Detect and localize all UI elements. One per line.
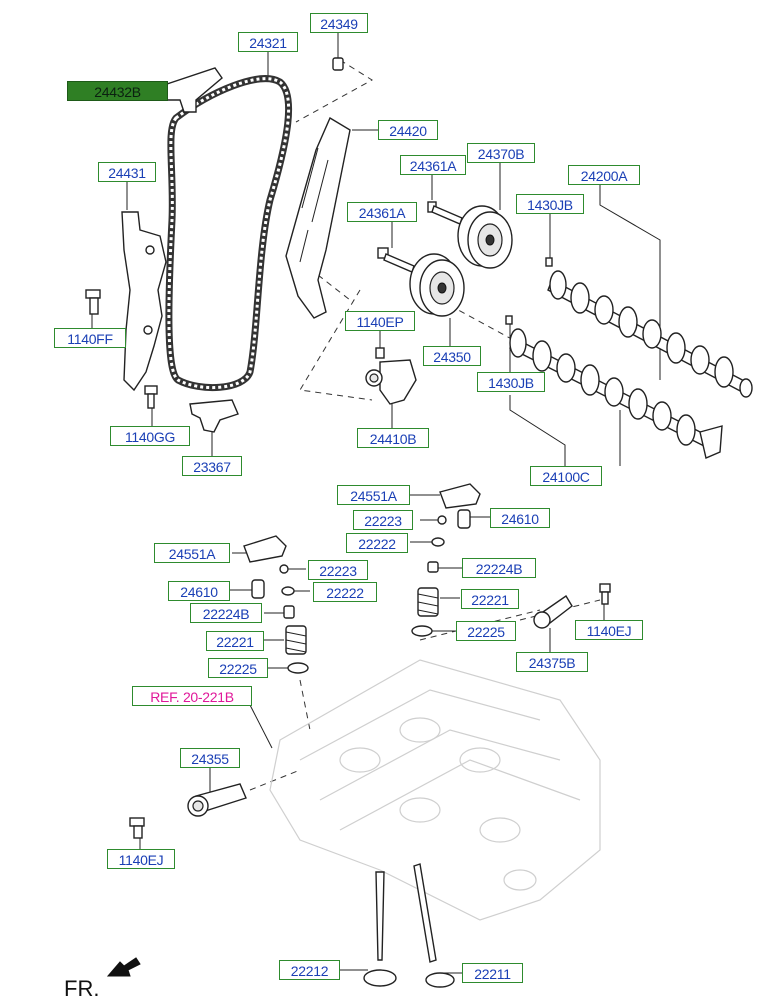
sprocket-24370b [457, 205, 513, 269]
bolt-1140ej-left [129, 817, 145, 839]
oil-control-valve-24375b [533, 594, 573, 629]
label-22222-2[interactable]: 22222 [313, 582, 377, 602]
bolt-1140gg [144, 385, 158, 409]
label-22211[interactable]: 22211 [462, 963, 523, 983]
label-24355[interactable]: 24355 [180, 748, 240, 768]
label-24350[interactable]: 24350 [423, 346, 481, 366]
intake-valve-22211 [413, 863, 455, 988]
rocker-arm-lower [243, 535, 287, 563]
tensioner-arm [285, 116, 351, 319]
timing-chain [165, 75, 293, 392]
label-1140gg[interactable]: 1140GG [110, 426, 190, 446]
spring-22221-upper [417, 587, 439, 617]
label-1140ej-1[interactable]: 1140EJ [575, 620, 643, 640]
bolt-1140ej-right [599, 583, 611, 605]
label-22222-1[interactable]: 22222 [346, 533, 408, 553]
seat-22224b-upper [427, 561, 439, 573]
label-24370b[interactable]: 24370B [467, 143, 535, 163]
label-22221-2[interactable]: 22221 [206, 631, 264, 651]
label-22224b-1[interactable]: 22224B [462, 558, 536, 578]
camshaft-24200a [547, 270, 753, 398]
washer-22225-lower [287, 662, 309, 674]
label-24610-1[interactable]: 24610 [490, 508, 550, 528]
spring-22221-lower [285, 625, 307, 655]
seal-22222-lower [281, 586, 295, 596]
rocker-arm-upper [439, 483, 481, 509]
lash-adjuster-24610-lower [251, 579, 265, 599]
chain-guide-side [121, 211, 167, 392]
label-22224b-2[interactable]: 22224B [190, 603, 262, 623]
lash-adjuster-24610-upper [457, 509, 471, 529]
label-24200a[interactable]: 24200A [568, 165, 640, 185]
exhaust-valve-22212 [363, 871, 397, 987]
label-1140ej-2[interactable]: 1140EJ [107, 849, 175, 869]
retainer-22223-lower [279, 564, 289, 574]
bolt-24361a-upper [427, 201, 463, 225]
label-24349[interactable]: 24349 [310, 13, 368, 33]
label-24375b[interactable]: 24375B [516, 652, 588, 672]
label-24100c[interactable]: 24100C [530, 466, 602, 486]
bolt-1140ff [85, 289, 101, 315]
label-1430jb-2[interactable]: 1430JB [477, 372, 545, 392]
label-22212[interactable]: 22212 [279, 960, 340, 980]
dowel-pin-upper [545, 257, 553, 267]
label-24420[interactable]: 24420 [378, 120, 438, 140]
label-22225-1[interactable]: 22225 [456, 621, 516, 641]
tensioner-24410b [365, 347, 417, 405]
label-24361a-2[interactable]: 24361A [347, 202, 417, 222]
label-22223-2[interactable]: 22223 [308, 560, 368, 580]
sprocket-24350 [409, 253, 465, 317]
label-24610-2[interactable]: 24610 [168, 581, 230, 601]
bolt-24361a-lower [377, 247, 415, 273]
label-ref-20-221b[interactable]: REF. 20-221B [132, 686, 252, 706]
cylinder-head-ref [269, 659, 601, 921]
label-22221-1[interactable]: 22221 [461, 589, 519, 609]
label-24551a-1[interactable]: 24551A [337, 485, 410, 505]
oil-control-valve-24355 [187, 783, 247, 817]
label-1140ff[interactable]: 1140FF [54, 328, 126, 348]
label-24361a-1[interactable]: 24361A [400, 155, 466, 175]
front-arrow-icon [106, 957, 141, 977]
front-marker: FR. [64, 976, 100, 1001]
label-23367[interactable]: 23367 [182, 456, 242, 476]
retainer-22223-upper [437, 515, 447, 525]
label-1430jb-1[interactable]: 1430JB [516, 194, 584, 214]
camshaft-24100c [509, 328, 723, 459]
label-1140ep[interactable]: 1140EP [345, 311, 415, 331]
dowel-pin-lower [505, 315, 513, 325]
label-24432b[interactable]: 24432B [67, 81, 168, 101]
label-24431[interactable]: 24431 [98, 162, 156, 182]
bolt-24349 [332, 57, 344, 71]
label-24410b[interactable]: 24410B [357, 428, 429, 448]
seal-22222-upper [431, 537, 445, 547]
seat-22224b-lower [283, 605, 295, 619]
bracket-23367 [189, 399, 239, 433]
label-24321[interactable]: 24321 [238, 32, 298, 52]
label-22225-2[interactable]: 22225 [208, 658, 268, 678]
washer-22225-upper [411, 625, 433, 637]
label-22223-1[interactable]: 22223 [353, 510, 413, 530]
label-24551a-2[interactable]: 24551A [154, 543, 230, 563]
